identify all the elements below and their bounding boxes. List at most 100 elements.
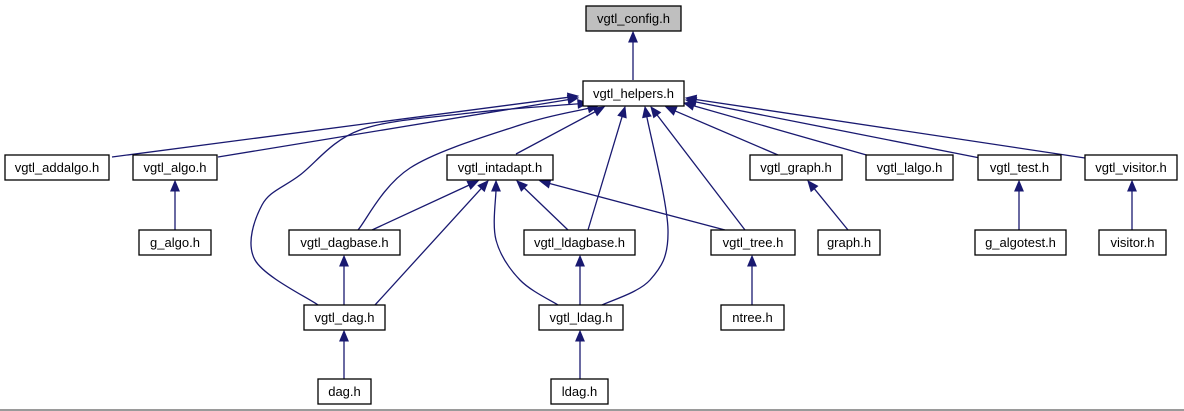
edge-vgtl_algo-to-vgtl_helpers — [217, 94, 580, 158]
node-vgtl-helpers[interactable]: vgtl_helpers.h — [582, 80, 685, 107]
node-box[interactable] — [303, 304, 386, 331]
arrowhead-icon — [592, 106, 606, 117]
node-box[interactable] — [4, 154, 110, 181]
arrowhead-icon — [628, 30, 638, 43]
node-visitor[interactable]: visitor.h — [1098, 229, 1167, 256]
arrowhead-icon — [491, 179, 501, 192]
bottom-divider — [0, 409, 1184, 411]
edge-g_algo-to-vgtl_algo — [170, 179, 180, 230]
node-box[interactable] — [582, 80, 685, 107]
node-label: ntree.h — [732, 310, 772, 325]
node-label: g_algo.h — [150, 235, 200, 250]
edge-line — [111, 96, 570, 158]
edge-vgtl_lalgo-to-vgtl_helpers — [682, 101, 871, 157]
node-box[interactable] — [317, 378, 372, 405]
node-vgtl-addalgo[interactable]: vgtl_addalgo.h — [4, 154, 110, 181]
node-label: visitor.h — [1110, 235, 1154, 250]
node-label: g_algotest.h — [985, 235, 1056, 250]
node-box[interactable] — [523, 229, 636, 256]
node-label: vgtl_visitor.h — [1095, 160, 1167, 175]
edge-line — [694, 101, 981, 159]
node-vgtl-ldagbase[interactable]: vgtl_ldagbase.h — [523, 229, 636, 256]
node-box[interactable] — [538, 304, 624, 331]
arrowhead-icon — [642, 105, 652, 119]
node-label: vgtl_addalgo.h — [15, 160, 100, 175]
edge-vgtl_tree-to-vgtl_intadapt — [538, 178, 726, 231]
arrowhead-icon — [339, 329, 349, 342]
node-g-algotest[interactable]: g_algotest.h — [974, 229, 1067, 256]
node-vgtl-intadapt[interactable]: vgtl_intadapt.h — [446, 154, 554, 181]
node-label: vgtl_dagbase.h — [300, 235, 388, 250]
arrowhead-icon — [575, 254, 585, 267]
arrowhead-icon — [664, 106, 678, 116]
arrowhead-icon — [1014, 179, 1024, 192]
node-vgtl-test[interactable]: vgtl_test.h — [977, 154, 1062, 181]
node-ldag[interactable]: ldag.h — [550, 378, 609, 405]
arrowhead-icon — [684, 94, 698, 105]
edges-layer — [111, 30, 1137, 379]
nodes-layer: vgtl_config.h vgtl_helpers.h vgtl_addalgo.… — [4, 5, 1178, 405]
arrowhead-icon — [807, 179, 819, 193]
node-box[interactable] — [749, 154, 843, 181]
edge-line — [371, 184, 471, 231]
node-vgtl-visitor[interactable]: vgtl_visitor.h — [1084, 154, 1178, 181]
node-label: vgtl_tree.h — [723, 235, 784, 250]
arrowhead-icon — [650, 105, 662, 119]
edge-vgtl_visitor-to-vgtl_helpers — [684, 94, 1086, 159]
node-vgtl-tree[interactable]: vgtl_tree.h — [710, 229, 796, 256]
node-box[interactable] — [977, 154, 1062, 181]
arrowhead-icon — [477, 180, 489, 193]
edge-vgtl_dagbase-to-vgtl_intadapt — [371, 180, 480, 231]
edge-vgtl_ldag-to-vgtl_ldagbase — [575, 254, 585, 305]
edge-line — [692, 104, 871, 157]
edge-line — [655, 113, 746, 231]
node-box[interactable] — [585, 5, 682, 32]
node-ntree[interactable]: ntree.h — [720, 304, 785, 331]
node-box[interactable] — [710, 229, 796, 256]
node-vgtl-ldag[interactable]: vgtl_ldag.h — [538, 304, 624, 331]
node-label: graph.h — [827, 235, 871, 250]
node-label: vgtl_dag.h — [315, 310, 375, 325]
edge-vgtl_ldag-to-vgtl_intadapt — [491, 179, 559, 306]
node-box[interactable] — [1098, 229, 1167, 256]
edge-vgtl_ldagbase-to-vgtl_helpers — [587, 105, 627, 231]
node-box[interactable] — [132, 154, 218, 181]
edge-line — [548, 182, 726, 231]
node-box[interactable] — [720, 304, 785, 331]
node-vgtl-graph[interactable]: vgtl_graph.h — [749, 154, 843, 181]
node-box[interactable] — [1084, 154, 1178, 181]
edge-vgtl_dag-to-vgtl_dagbase — [339, 254, 349, 305]
node-vgtl-dagbase[interactable]: vgtl_dagbase.h — [288, 229, 401, 256]
edge-line — [515, 110, 597, 155]
node-box[interactable] — [446, 154, 554, 181]
node-box[interactable] — [817, 229, 881, 256]
node-vgtl-lalgo[interactable]: vgtl_lalgo.h — [865, 154, 954, 181]
arrowhead-icon — [170, 179, 180, 192]
node-graph[interactable]: graph.h — [817, 229, 881, 256]
node-label: vgtl_config.h — [597, 11, 670, 26]
edge-line — [493, 189, 559, 306]
edge-vgtl_helpers-to-vgtl_config — [628, 30, 638, 80]
node-label: dag.h — [328, 384, 361, 399]
edge-vgtl_tree-to-vgtl_helpers — [650, 105, 746, 231]
node-box[interactable] — [974, 229, 1067, 256]
node-box[interactable] — [138, 229, 212, 256]
edge-vgtl_intadapt-to-vgtl_helpers — [515, 106, 606, 155]
node-vgtl-algo[interactable]: vgtl_algo.h — [132, 154, 218, 181]
node-label: vgtl_lalgo.h — [877, 160, 943, 175]
arrowhead-icon — [516, 180, 529, 192]
node-vgtl-dag[interactable]: vgtl_dag.h — [303, 304, 386, 331]
node-dag[interactable]: dag.h — [317, 378, 372, 405]
edge-vgtl_dag-to-vgtl_helpers — [250, 98, 590, 306]
node-box[interactable] — [550, 378, 609, 405]
node-box[interactable] — [288, 229, 401, 256]
edge-vgtl_test-to-vgtl_helpers — [684, 97, 981, 159]
arrowhead-icon — [617, 105, 627, 119]
arrowhead-icon — [466, 180, 480, 190]
node-g-algo[interactable]: g_algo.h — [138, 229, 212, 256]
node-label: vgtl_graph.h — [760, 160, 832, 175]
node-label: vgtl_test.h — [990, 160, 1049, 175]
edge-ldag-to-vgtl_ldag — [575, 329, 585, 379]
node-vgtl-config[interactable]: vgtl_config.h — [585, 5, 682, 32]
node-box[interactable] — [865, 154, 954, 181]
